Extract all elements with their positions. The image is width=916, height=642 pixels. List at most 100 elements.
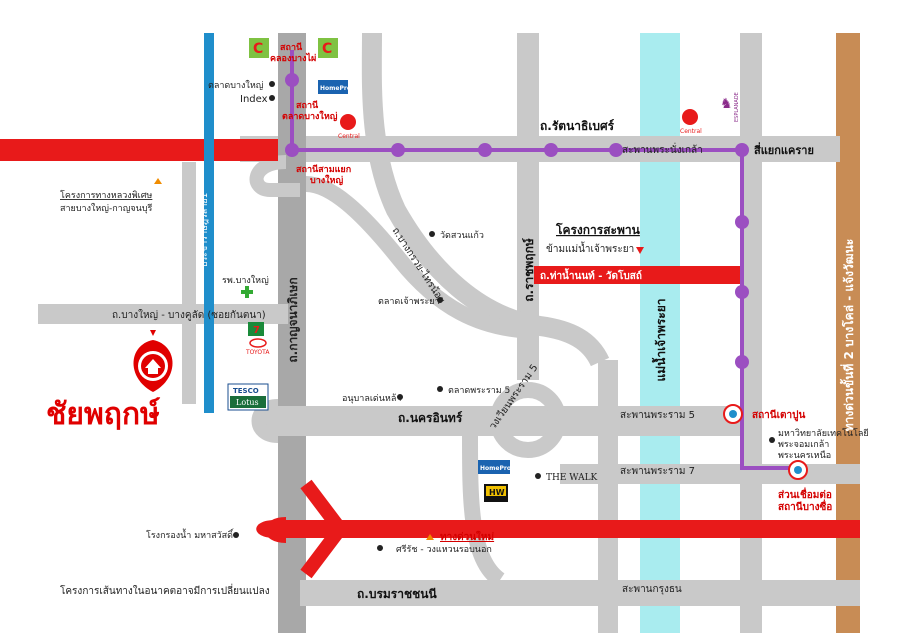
rama-5-circle <box>490 382 566 458</box>
road-rama-7 <box>560 464 860 484</box>
dot-talad-chao-phraya <box>437 297 443 303</box>
svg-text:HomePro: HomePro <box>480 465 511 472</box>
station-khlong-bang-phai-2: คลองบางไผ่ <box>270 52 316 64</box>
brand-name: ชัยพฤกษ์ <box>46 397 161 432</box>
landmark-king-mongkut-2: พระจอมเกล้า <box>778 439 829 450</box>
landmark-king-mongkut-1: มหาวิทยาลัยเทคโนโลยี <box>778 428 869 439</box>
road-nakhon-in-loop <box>251 399 279 443</box>
purple-station-2 <box>391 143 405 157</box>
project-motorway-title: โครงการทางหลวงพิเศษ <box>60 190 152 201</box>
landmark-sam-yaek-khae-rai: สี่แยกแคราย <box>754 142 814 157</box>
station-talad-bang-yai-2: ตลาดบางใหญ่ <box>282 110 338 122</box>
road-bang-yai-bang-kulat <box>38 304 288 324</box>
bridge-rama-5: สะพานพระราม 5 <box>620 410 695 421</box>
svg-text:ESPLANADE: ESPLANADE <box>734 92 740 122</box>
big-c-logo-1: C <box>249 38 269 58</box>
svg-text:7: 7 <box>253 325 260 336</box>
station-link-1: ส่วนเชื่อมต่อ <box>778 487 832 501</box>
station-sam-yaek-2: บางใหญ่ <box>310 174 343 186</box>
mrt-icon-tao-poon <box>723 404 743 424</box>
station-talad-bang-yai-1: สถานี <box>296 100 319 111</box>
river-label: แม่น้ำเจ้าพระยา <box>651 298 668 381</box>
road-left-secondary <box>182 162 196 404</box>
dot-new-exp <box>377 545 383 551</box>
triangle-icon-bridge <box>636 247 644 254</box>
big-c-logo-2: C <box>318 38 338 58</box>
mrt-icon-bang-sue <box>788 460 808 480</box>
bridge-krung-thon: สะพานกรุงธน <box>622 584 682 595</box>
central-logo-1: Central <box>338 114 360 140</box>
esplanade-logo: ♞ ESPLANADE <box>720 92 740 122</box>
kanchanaphisek-label: ถ.กาญจนาภิเษก <box>286 277 300 362</box>
red-new-expressway <box>256 520 860 538</box>
landmark-the-walk: THE WALK <box>546 473 598 483</box>
red-bridge-project-road <box>534 266 740 284</box>
svg-text:TOYOTA: TOYOTA <box>245 349 270 356</box>
central-logo-2: Central <box>680 109 702 135</box>
project-motorway-route: สายบางใหญ่-กาญจนบุรี <box>60 203 153 214</box>
landmark-talad-chao-phraya: ตลาดเจ้าพระยา <box>378 296 440 307</box>
ratchaphruek-label: ถ.ราชพฤกษ์ <box>522 238 536 302</box>
rattanathibet-label: ถ.รัตนาธิเบศร์ <box>540 119 615 133</box>
road-interchange-loop <box>249 155 300 197</box>
nakhon-in-label: ถ.นครอินทร์ <box>398 411 463 425</box>
project-bridge-title: โครงการสะพาน <box>555 222 641 237</box>
dot-king-mongkut <box>769 437 775 443</box>
landmark-water-plant: โรงกรองน้ำ มหาสวัสดิ์ <box>146 528 235 541</box>
project-new-exp-route: ศรีรัช - วงแหวนรอบนอก <box>396 544 492 555</box>
dot-index <box>269 95 275 101</box>
road-ratchaphruek <box>517 33 539 363</box>
dot-talad-bang-yai <box>269 81 275 87</box>
road-borommaratchachonnani <box>300 580 860 606</box>
hw-logo: HW <box>484 484 508 502</box>
hospital-cross-icon <box>241 286 253 298</box>
purple-station-5 <box>609 143 623 157</box>
dot-the-walk <box>535 473 541 479</box>
landmark-talad-rama-5: ตลาดพระราม 5 <box>448 386 510 396</box>
svg-text:Central: Central <box>338 133 360 140</box>
pracha-rat-sai-1-label: ประชาราษฎร์สาย1 <box>198 193 210 268</box>
project-bridge-route: ข้ามแม่น้ำเจ้าพระยา <box>546 241 634 255</box>
road-curve-lower <box>462 435 506 587</box>
svg-text:HomePro: HomePro <box>320 85 351 92</box>
station-sam-yaek-1: สถานีสามแยก <box>296 164 351 175</box>
purple-station-7 <box>735 215 749 229</box>
dot-amusement <box>397 394 403 400</box>
dot-water-plant <box>233 532 239 538</box>
dot-talad-rama-5 <box>437 386 443 392</box>
tesco-lotus-logo: TESCO Lotus <box>227 383 269 411</box>
svg-text:C: C <box>253 41 263 57</box>
purple-station-sam-yaek <box>285 143 299 157</box>
red-motorway-project <box>0 139 278 161</box>
footnote: โครงการเส้นทางในอนาคตอาจมีการเปลี่ยนแปลง <box>60 583 270 597</box>
red-new-expressway-connector <box>300 479 349 579</box>
svg-text:Central: Central <box>680 128 702 135</box>
blue-line-track <box>204 33 214 413</box>
homepro-logo-top: HomePro <box>318 80 351 94</box>
landmark-talad-bang-yai: ตลาดบางใหญ่ <box>208 80 264 91</box>
svg-text:HW: HW <box>489 488 505 497</box>
purple-station-khlong-bang-phai <box>285 73 299 87</box>
red-new-expressway-arrow-loop <box>265 517 287 543</box>
landmark-amusement: อนุบาลเด่นหล้า <box>342 393 401 404</box>
svg-text:C: C <box>322 41 332 57</box>
triangle-icon-new-exp <box>426 534 434 540</box>
svg-text:♞: ♞ <box>720 96 733 112</box>
house-icon <box>145 359 161 374</box>
station-link-2: สถานีบางซื่อ <box>778 499 832 513</box>
seven-eleven-logo: 7 <box>248 322 264 336</box>
homepro-logo-bottom: HomePro <box>478 460 511 474</box>
landmark-wat-suan-kaeo: วัดสวนแก้ว <box>440 230 484 241</box>
svg-text:TESCO: TESCO <box>233 387 259 395</box>
bang-yai-bang-kulat-label: ถ.บางใหญ่ - บางคูลัด (ซอยกันตนา) <box>112 309 266 321</box>
station-khlong-bang-phai-1: สถานี <box>280 42 303 53</box>
svg-text:Lotus: Lotus <box>236 398 259 407</box>
purple-station-4 <box>544 143 558 157</box>
bridge-phra-nang-klao: สะพานพระนั่งเกล้า <box>622 142 703 156</box>
landmark-hospital: รพ.บางใหญ่ <box>222 275 269 286</box>
landmark-king-mongkut-3: พระนครเหนือ <box>778 450 831 461</box>
tha-nam-nonthaburi-label: ถ.ท่าน้ำนนท์ - วัดโบสถ์ <box>540 268 642 282</box>
road-bang-kruai-sai-noi <box>361 32 610 367</box>
toyota-logo: TOYOTA <box>245 338 270 356</box>
